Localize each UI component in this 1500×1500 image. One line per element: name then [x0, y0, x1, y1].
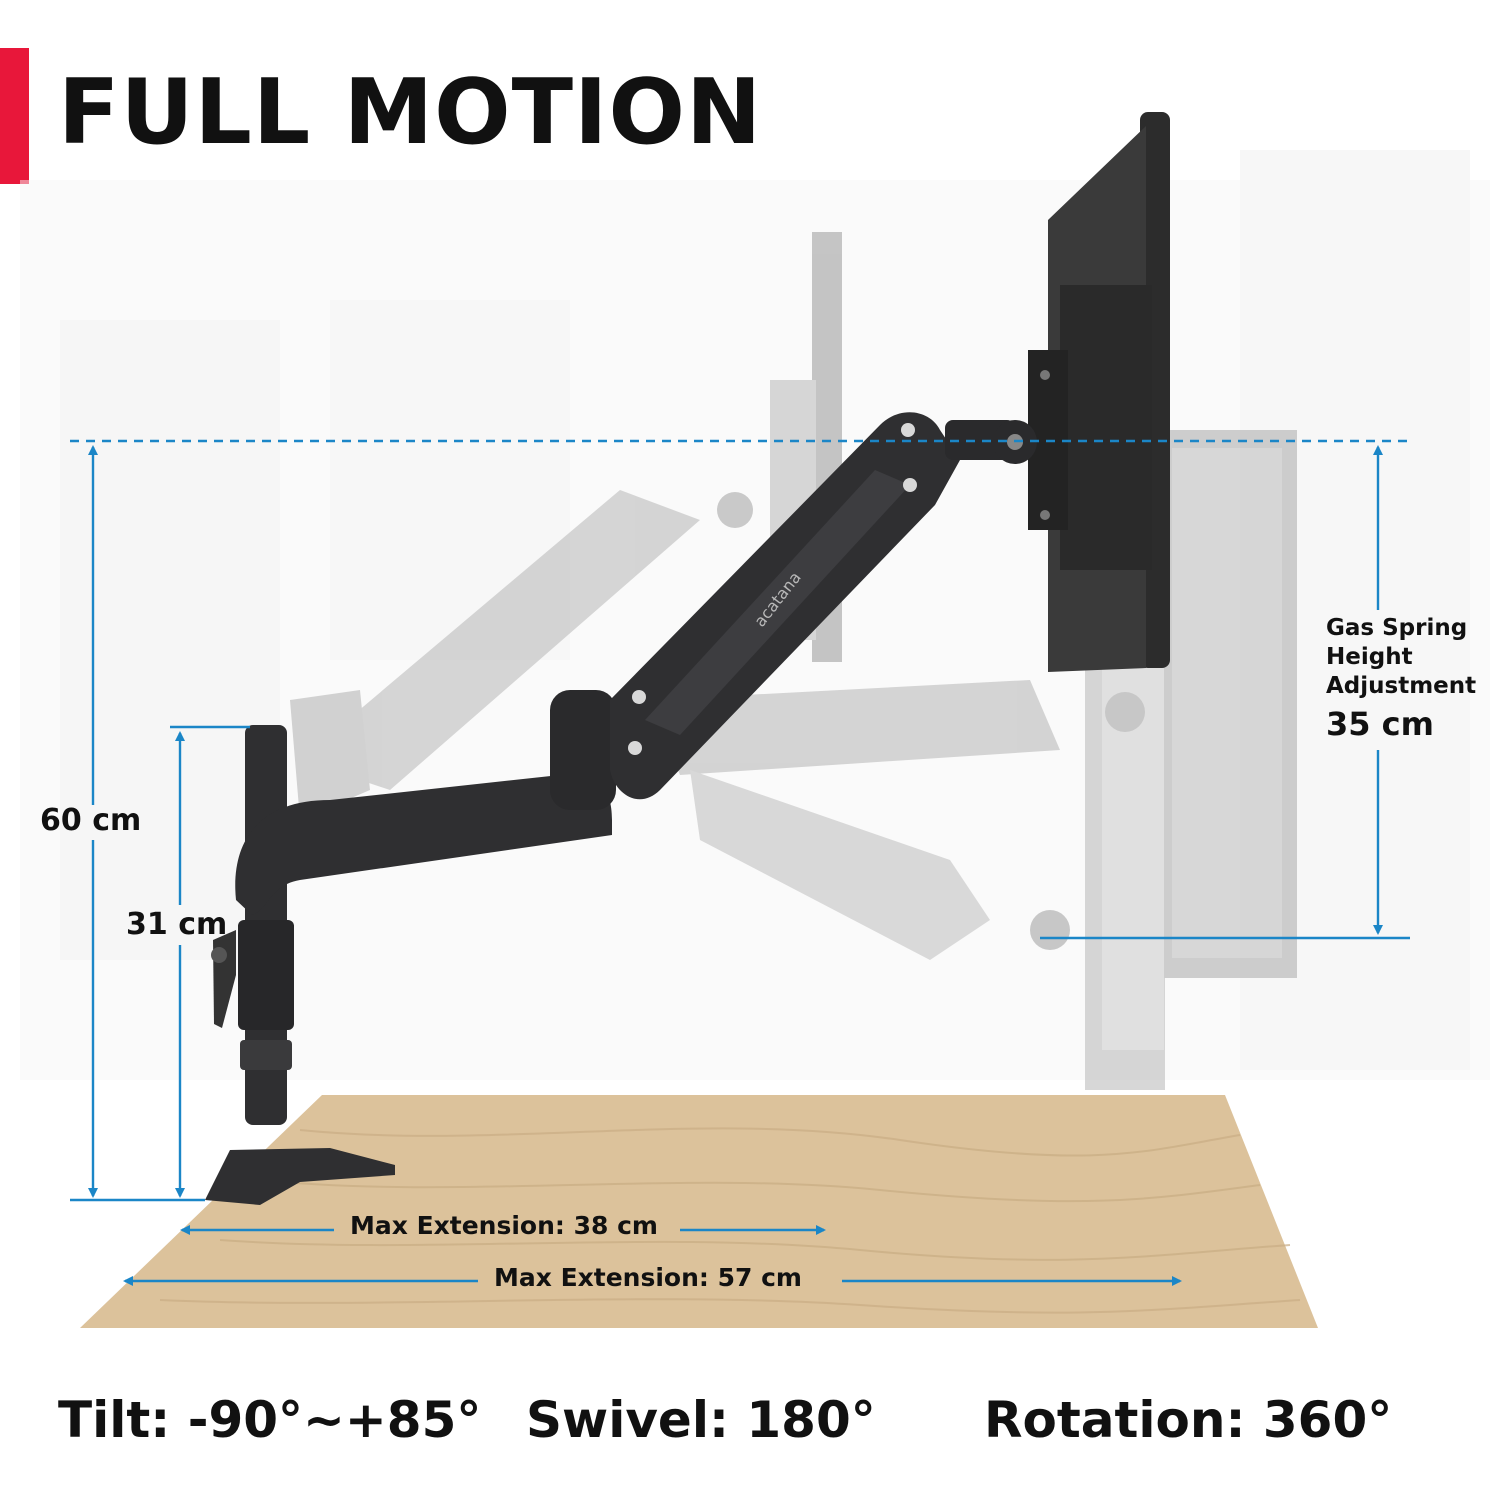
pole-height-label: 31 cm [126, 907, 228, 942]
max-extension-short-label: Max Extension: 38 cm [350, 1211, 658, 1240]
monitor [1028, 112, 1170, 672]
overall-height-label: 60 cm [40, 803, 142, 838]
ghost-monitor-lower [650, 430, 1297, 1090]
gas-spring-line-2: Height [1326, 644, 1413, 670]
gas-spring-value: 35 cm [1326, 705, 1434, 743]
dimension-lines [70, 439, 1410, 1286]
tilt-spec: Tilt: -90°~+85° [58, 1391, 482, 1449]
gas-spring-line-1: Gas Spring [1326, 615, 1468, 641]
page-title: FULL MOTION [58, 60, 763, 165]
title-accent-bar [0, 48, 29, 184]
gas-spring-line-3: Adjustment [1326, 673, 1477, 699]
rotation-spec: Rotation: 360° [984, 1391, 1393, 1449]
max-extension-long-label: Max Extension: 57 cm [494, 1263, 802, 1292]
lower-arm [235, 773, 612, 915]
swivel-spec: Swivel: 180° [526, 1391, 876, 1449]
desk-grain [159, 1127, 1301, 1314]
desk-surface [80, 1095, 1318, 1328]
gas-spring-label: Gas Spring Height Adjustment [1326, 614, 1476, 701]
